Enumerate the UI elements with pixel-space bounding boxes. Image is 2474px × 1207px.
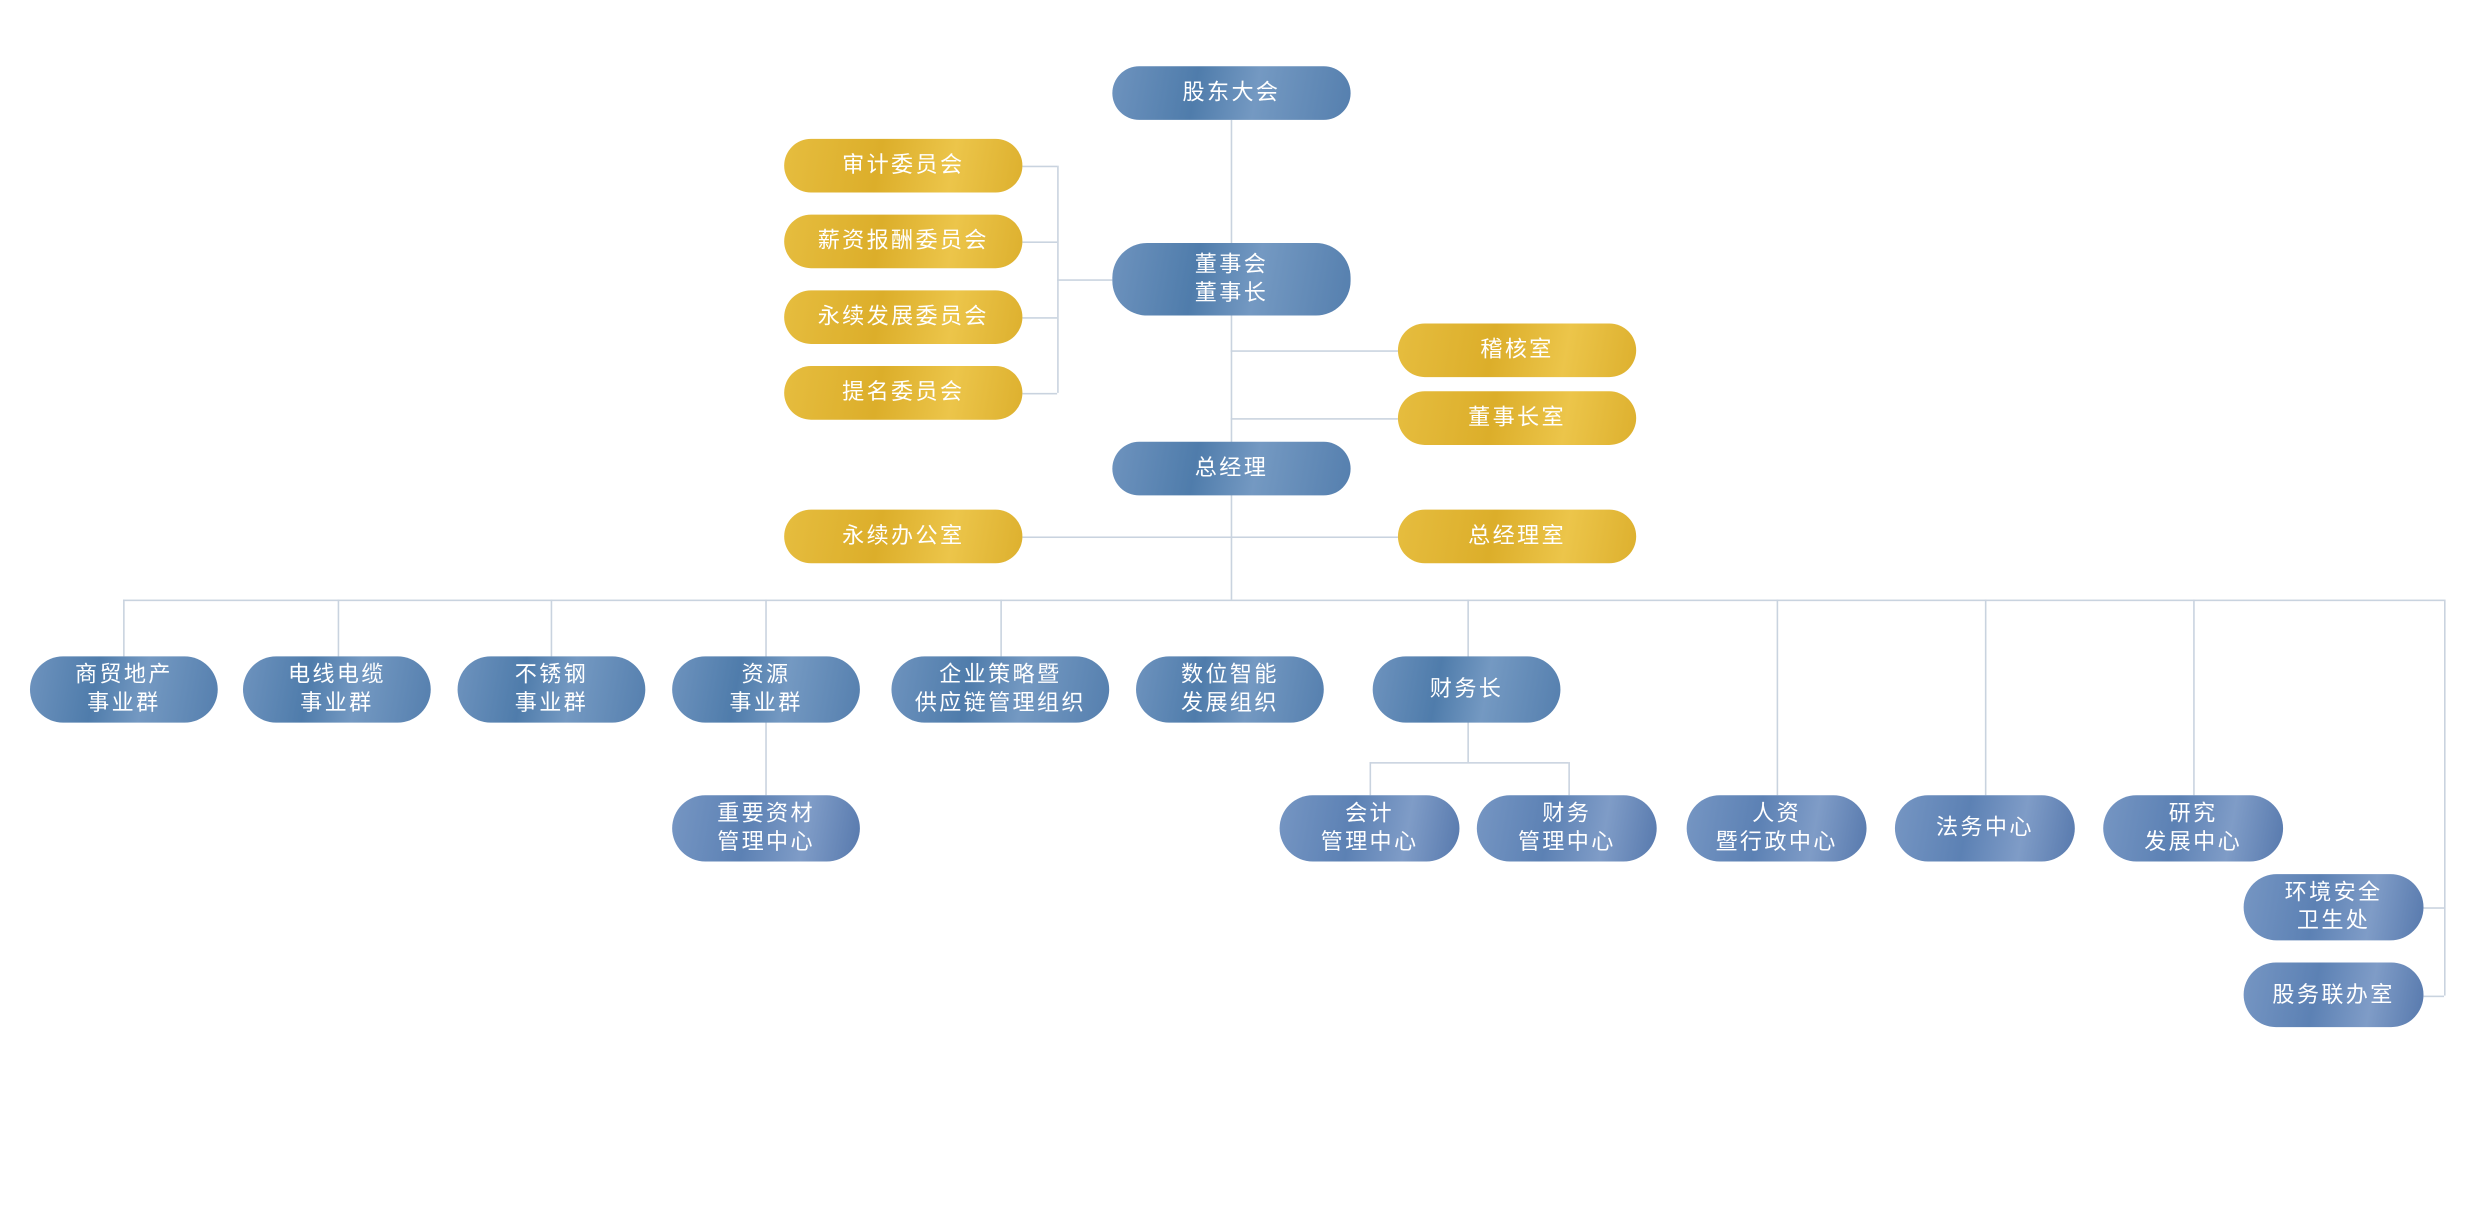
connector	[337, 599, 340, 657]
connector	[2193, 599, 2195, 796]
node-label: 董事长	[1194, 280, 1269, 307]
node-side: 环境安全卫生处	[2243, 874, 2424, 941]
node-label: 管理中心	[1517, 829, 1616, 856]
node-resource-sub: 重要资材管理中心	[672, 795, 860, 862]
node-unit: 资源事业群	[672, 656, 860, 723]
node-label: 研究	[2168, 801, 2218, 827]
node-label: 发展中心	[2144, 829, 2243, 856]
node-label: 审计委员会	[842, 153, 965, 179]
node-label: 总经理	[1194, 455, 1269, 482]
node-label: 总经理室	[1468, 523, 1566, 550]
node-label: 供应链管理组织	[914, 691, 1086, 717]
node-committee: 提名委员会	[784, 366, 1023, 420]
node-label: 电线电缆	[287, 662, 386, 688]
node-label: 事业群	[514, 691, 589, 717]
node-label: 财务长	[1429, 676, 1504, 703]
connector	[1568, 762, 1570, 796]
node-label: 环境安全	[2284, 880, 2383, 906]
node-unit: 电线电缆事业群	[242, 656, 431, 723]
node-label: 董事会	[1194, 252, 1269, 278]
node-label: 不锈钢	[514, 662, 589, 688]
connector	[1230, 418, 1398, 420]
node-committee: 永续发展委员会	[784, 290, 1023, 344]
node-label: 管理中心	[717, 829, 815, 856]
connector	[123, 599, 125, 657]
node-label: 稽核室	[1480, 337, 1554, 363]
node-cfo: 财务长	[1372, 656, 1561, 723]
node-committee: 审计委员会	[784, 138, 1023, 193]
node-label: 财务	[1542, 801, 1592, 827]
node-label: 重要资材	[717, 801, 815, 827]
node-label: 永续办公室	[842, 523, 965, 550]
connector	[1369, 762, 1569, 764]
node-label: 卫生处	[2296, 908, 2371, 935]
node-label: 人资	[1752, 801, 1802, 827]
connector	[1057, 279, 1113, 281]
node-label: 事业群	[729, 691, 803, 717]
node-shareholders: 股东大会	[1112, 66, 1351, 120]
connector	[1369, 762, 1372, 796]
connector	[1230, 350, 1398, 352]
node-label: 发展组织	[1180, 691, 1279, 717]
node-label: 薪资报酬委员会	[817, 228, 989, 255]
connector	[2423, 995, 2445, 998]
node-audit-office: 稽核室	[1397, 323, 1637, 378]
node-center: 法务中心	[1894, 795, 2075, 862]
node-label: 股务联办室	[2272, 982, 2395, 1008]
node-label: 永续发展委员会	[817, 304, 989, 330]
node-label: 提名委员会	[842, 380, 965, 406]
node-label: 管理中心	[1320, 829, 1419, 856]
node-sustain-office: 永续办公室	[784, 509, 1023, 564]
connector	[550, 599, 553, 657]
connector	[1022, 536, 1398, 539]
node-label: 商贸地产	[74, 662, 173, 688]
node-center: 研究发展中心	[2103, 795, 2284, 862]
node-label: 数位智能	[1180, 662, 1279, 688]
connector	[1022, 317, 1058, 319]
connector	[1022, 241, 1058, 243]
node-chairman-office: 董事长室	[1397, 391, 1637, 445]
node-unit: 不锈钢事业群	[457, 656, 646, 723]
node-label: 董事长室	[1468, 405, 1566, 431]
node-finance-sub: 会计管理中心	[1279, 795, 1460, 862]
node-board: 董事会董事长	[1112, 242, 1351, 316]
node-label: 会计	[1345, 801, 1394, 827]
connector	[1000, 599, 1002, 657]
connector	[2423, 907, 2445, 909]
connector	[1022, 392, 1058, 395]
node-label: 资源	[741, 662, 791, 688]
node-label: 法务中心	[1935, 815, 2034, 841]
node-label: 股东大会	[1182, 80, 1281, 106]
connector	[2444, 599, 2446, 996]
connector	[1776, 599, 1779, 796]
main-connector	[1230, 119, 1233, 600]
connector	[1984, 599, 1987, 796]
node-gm: 总经理	[1112, 441, 1351, 496]
node-finance-sub: 财务管理中心	[1476, 795, 1657, 862]
node-label: 企业策略暨	[939, 662, 1062, 688]
node-committee: 薪资报酬委员会	[784, 214, 1023, 269]
node-unit: 企业策略暨供应链管理组织	[891, 656, 1110, 723]
connector	[1022, 165, 1058, 168]
node-unit: 商贸地产事业群	[29, 656, 218, 723]
node-side: 股务联办室	[2243, 962, 2424, 1028]
node-unit: 数位智能发展组织	[1136, 656, 1324, 723]
bus-connector	[123, 599, 2445, 602]
node-label: 暨行政中心	[1715, 829, 1838, 856]
node-label: 事业群	[87, 691, 161, 717]
node-label: 事业群	[300, 691, 374, 717]
node-gm-office: 总经理室	[1397, 509, 1637, 564]
node-center: 人资暨行政中心	[1686, 795, 1867, 862]
